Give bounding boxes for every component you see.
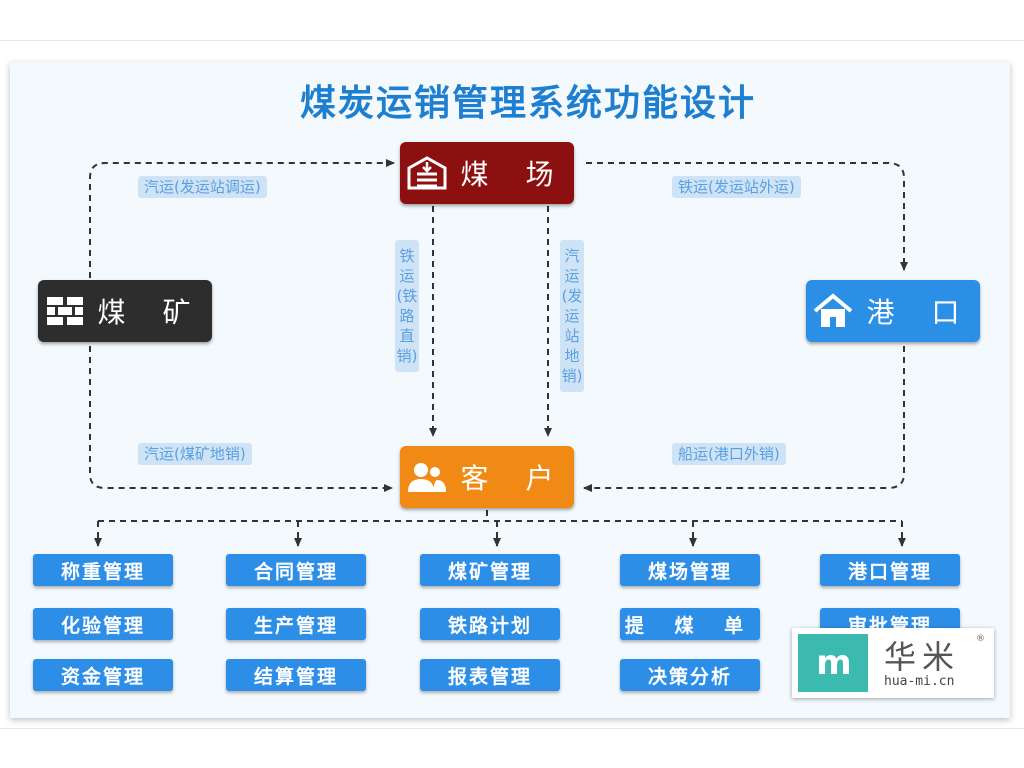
house-icon xyxy=(813,293,853,329)
module-settlement[interactable]: 结算管理 xyxy=(226,659,366,691)
node-coal-mine-label: 煤 矿 xyxy=(97,296,205,329)
node-coal-yard-label: 煤 场 xyxy=(460,158,568,191)
warehouse-icon xyxy=(407,156,447,190)
edge-mine-to-customer xyxy=(89,346,393,492)
watermark-domain: hua-mi.cn xyxy=(884,674,955,689)
module-funds[interactable]: 资金管理 xyxy=(33,659,173,691)
edge-label-yard-to-customer-truck: 汽运(发运站地销) xyxy=(560,240,584,392)
node-customer-label: 客 户 xyxy=(460,462,568,495)
module-coal-mine[interactable]: 煤矿管理 xyxy=(420,554,560,586)
module-reports[interactable]: 报表管理 xyxy=(420,659,560,691)
module-decision-analysis[interactable]: 决策分析 xyxy=(620,659,760,691)
edge-label-mine-to-customer: 汽运(煤矿地销) xyxy=(138,443,252,465)
edge-port-to-customer xyxy=(583,346,905,492)
module-contract[interactable]: 合同管理 xyxy=(226,554,366,586)
edge-label-yard-to-port: 铁运(发运站外运) xyxy=(672,176,801,198)
module-assay[interactable]: 化验管理 xyxy=(33,608,173,640)
module-coal-yard[interactable]: 煤场管理 xyxy=(620,554,760,586)
bottom-divider xyxy=(0,728,1024,729)
edge-label-port-to-customer: 船运(港口外销) xyxy=(672,443,786,465)
page-title: 煤炭运销管理系统功能设计 xyxy=(300,83,757,124)
node-coal-mine: 煤 矿 xyxy=(38,280,212,342)
top-divider xyxy=(0,40,1024,41)
brick-wall-icon xyxy=(46,296,84,326)
edge-mine-to-yard xyxy=(89,159,395,278)
watermark-name: 华米 xyxy=(884,638,961,676)
watermark-registered-mark: ® xyxy=(976,634,985,644)
node-customer: 客 户 xyxy=(400,446,574,508)
module-coal-slip[interactable]: 提 煤 单 xyxy=(620,608,760,640)
watermark-logo: m xyxy=(798,634,868,692)
branch-bus xyxy=(98,510,902,522)
watermark: m 华米 ® hua-mi.cn xyxy=(792,628,994,698)
edge-label-mine-to-yard: 汽运(发运站调运) xyxy=(138,176,267,198)
module-weighing[interactable]: 称重管理 xyxy=(33,554,173,586)
node-coal-yard: 煤 场 xyxy=(400,142,574,204)
node-port-label: 港 口 xyxy=(866,296,974,329)
node-port: 港 口 xyxy=(806,280,980,342)
edge-label-yard-to-customer-rail: 铁运(铁路直销) xyxy=(395,240,419,372)
module-rail-plan[interactable]: 铁路计划 xyxy=(420,608,560,640)
module-production[interactable]: 生产管理 xyxy=(226,608,366,640)
edge-yard-to-port xyxy=(586,162,908,271)
users-icon xyxy=(407,461,447,493)
module-port[interactable]: 港口管理 xyxy=(820,554,960,586)
